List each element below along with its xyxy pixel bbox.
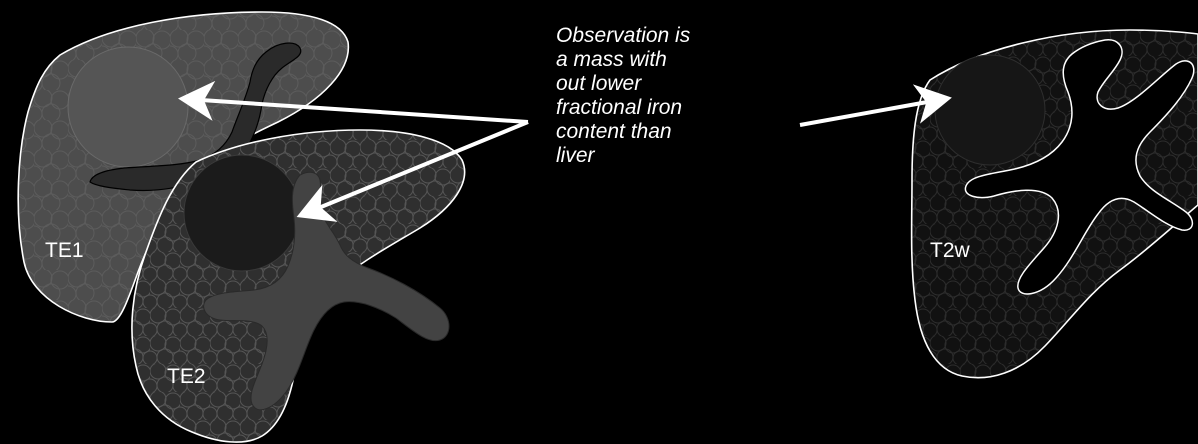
caption-line: content than bbox=[556, 120, 756, 144]
caption-line: Observation is bbox=[556, 24, 756, 48]
caption-line: a mass with bbox=[556, 48, 756, 72]
te2-label: TE2 bbox=[167, 365, 206, 388]
caption-line: liver bbox=[556, 144, 756, 168]
liver-te1-mass bbox=[68, 47, 188, 167]
liver-te2 bbox=[132, 130, 465, 442]
te1-label: TE1 bbox=[45, 239, 84, 262]
liver-t2w-mass bbox=[935, 55, 1045, 165]
caption-line: fractional iron bbox=[556, 96, 756, 120]
liver-t2w bbox=[912, 30, 1198, 378]
observation-caption: Observation is a mass with out lower fra… bbox=[556, 24, 756, 168]
liver-te2-mass bbox=[184, 155, 300, 271]
caption-line: out lower bbox=[556, 72, 756, 96]
t2w-label: T2w bbox=[930, 239, 971, 262]
